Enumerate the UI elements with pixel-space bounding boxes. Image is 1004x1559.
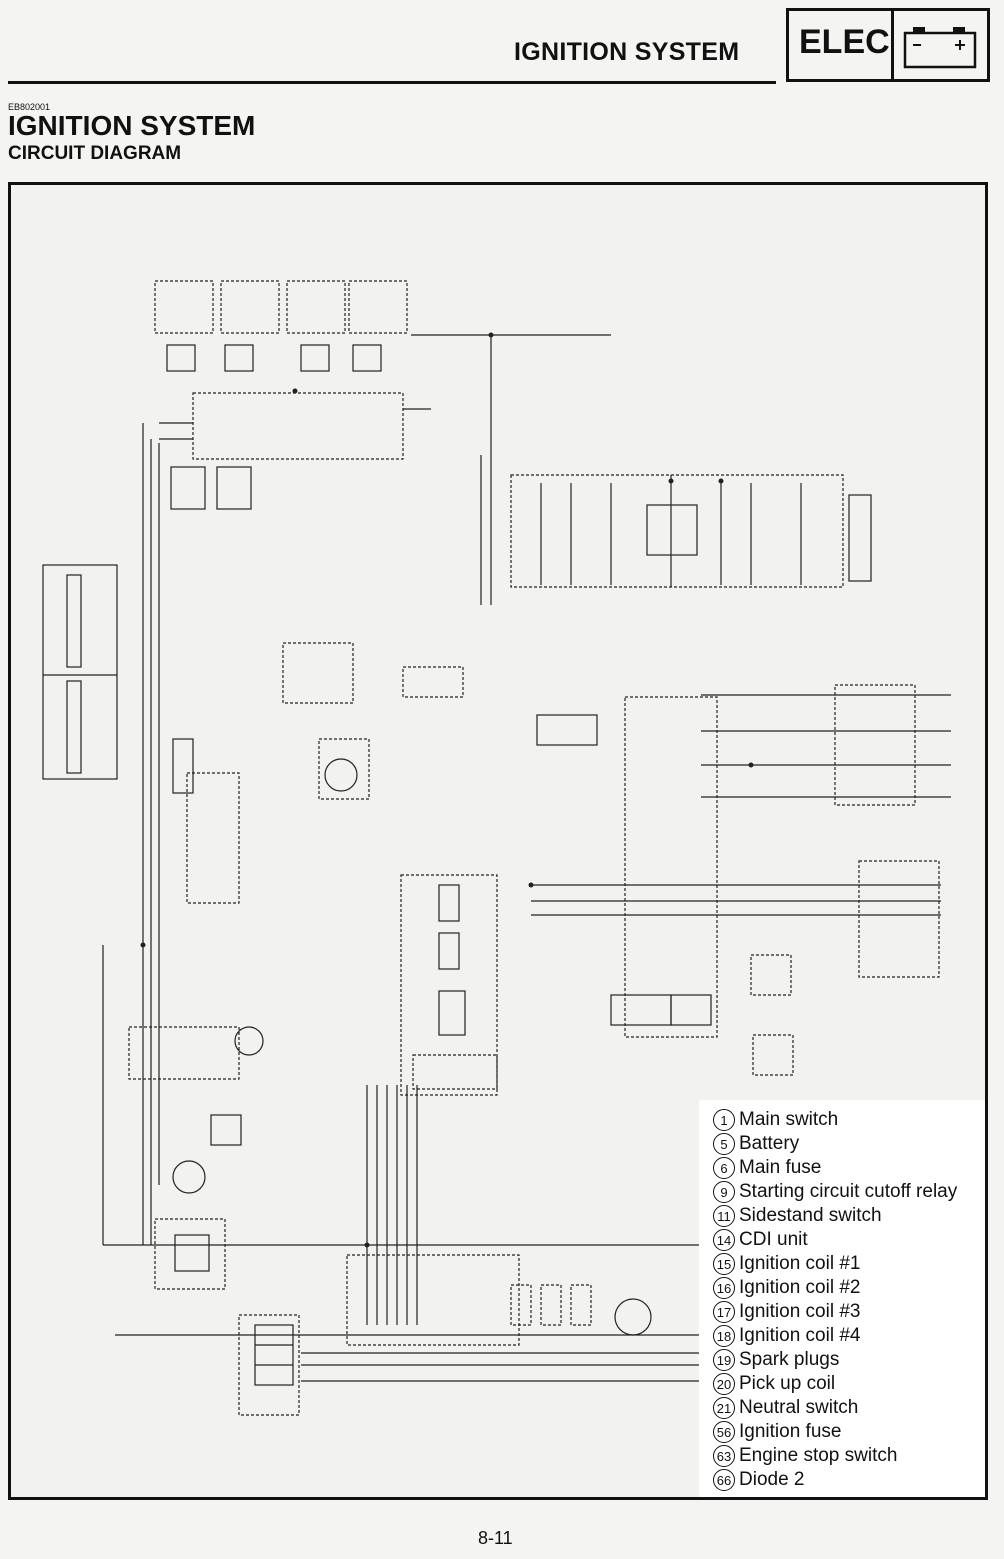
elec-badge-label: ELEC bbox=[799, 23, 890, 61]
wiring-schematic bbox=[42, 280, 951, 1416]
document-code: EB802001 bbox=[8, 102, 51, 112]
page-number: 8-11 bbox=[478, 1528, 513, 1548]
battery-icon bbox=[903, 27, 977, 69]
page-title: IGNITION SYSTEM bbox=[8, 110, 256, 141]
page-subtitle: CIRCUIT DIAGRAM bbox=[8, 143, 182, 164]
section-header-title: IGNITION SYSTEM bbox=[514, 38, 740, 66]
header-rule bbox=[8, 81, 776, 84]
badge-divider bbox=[891, 11, 894, 79]
elec-badge: ELEC bbox=[786, 8, 990, 82]
